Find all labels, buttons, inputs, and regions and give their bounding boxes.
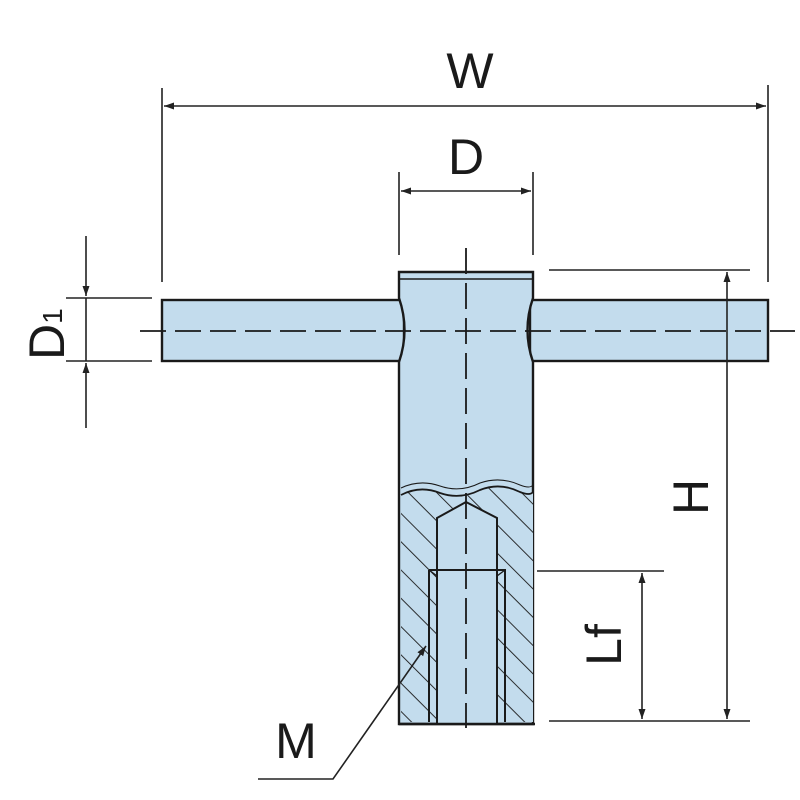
label-m: M — [275, 713, 317, 769]
dimension-lf: Lf — [537, 570, 664, 719]
label-h: H — [663, 479, 719, 515]
label-d: D — [448, 129, 484, 185]
dimension-d1: D1 — [19, 236, 152, 428]
label-d1: D1 — [19, 308, 75, 360]
dimension-d: D — [398, 129, 534, 255]
part-outline — [160, 270, 770, 726]
tapped-hole — [436, 500, 498, 725]
label-d1-subscript: 1 — [37, 308, 68, 324]
leader-m: M — [258, 645, 427, 780]
dimension-w: W — [161, 43, 769, 282]
label-lf: Lf — [576, 624, 632, 666]
dimension-h: H — [549, 269, 750, 722]
label-w: W — [446, 43, 494, 99]
